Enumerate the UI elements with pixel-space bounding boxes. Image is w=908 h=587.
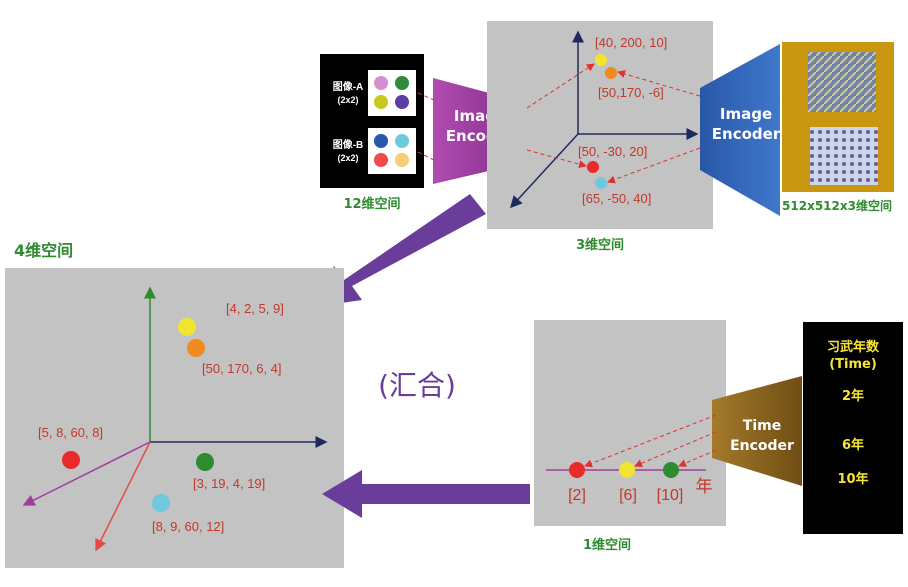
point-3d-yellow xyxy=(595,54,607,66)
space-pixel-label: 512x512x3维空间 xyxy=(782,198,892,213)
coord-4d-orange: [50, 170, 6, 4] xyxy=(202,361,282,376)
space-1d-label: 1维空间 xyxy=(583,537,631,553)
arrow-3d-to-4d xyxy=(320,194,486,306)
coord-3d-red: [50, -30, 20] xyxy=(578,144,647,159)
coord-4d-red: [5, 8, 60, 8] xyxy=(38,425,103,440)
point-4d-orange xyxy=(187,339,205,357)
point-4d-cyan xyxy=(152,494,170,512)
tick-1d-2: [2] xyxy=(568,487,586,504)
image-a-thumbnail xyxy=(368,70,416,116)
character-art-1 xyxy=(808,52,876,112)
arrow-1d-to-4d xyxy=(322,470,530,518)
point-4d-green xyxy=(196,453,214,471)
coord-3d-yellow: [40, 200, 10] xyxy=(595,35,667,50)
time-year-10: 10年 xyxy=(837,471,868,487)
character-art-2 xyxy=(810,127,878,185)
coord-3d-orange: [50,170, -6] xyxy=(598,85,664,100)
space-4d-panel: [4, 2, 5, 9] [50, 170, 6, 4] [5, 8, 60, … xyxy=(5,268,344,568)
time-values-panel: 习武年数 (Time) 2年 6年 10年 xyxy=(803,322,903,534)
point-1d-2 xyxy=(569,462,585,478)
space-1d-panel: [2] [6] [10] 年 xyxy=(534,320,726,526)
tick-1d-6: [6] xyxy=(619,487,637,504)
pixel-images-panel xyxy=(782,42,894,192)
space-12d-label: 12维空间 xyxy=(343,196,400,212)
point-1d-6 xyxy=(619,462,635,478)
axis-1d-unit: 年 xyxy=(696,477,713,497)
image-b-label: 图像-B xyxy=(333,138,364,151)
point-4d-yellow xyxy=(178,318,196,336)
image-encoder-right-line2: Encoder xyxy=(712,125,781,143)
time-year-2: 2年 xyxy=(842,388,864,404)
mapping-lines-time xyxy=(584,414,717,468)
mapping-lines-left xyxy=(417,63,595,169)
time-encoder-line1: Time xyxy=(743,418,781,434)
space-3d-label: 3维空间 xyxy=(576,237,624,253)
merge-label: (汇合) xyxy=(378,369,456,402)
point-3d-red xyxy=(587,161,599,173)
time-encoder xyxy=(712,376,802,486)
image-a-label: 图像-A xyxy=(333,80,364,93)
coord-4d-green: [3, 19, 4, 19] xyxy=(193,476,265,491)
input-images-panel: 图像-A (2x2) 图像-B (2x2) xyxy=(320,54,424,188)
image-a-size: (2x2) xyxy=(337,95,358,105)
image-encoder-right xyxy=(700,44,780,216)
coord-4d-cyan: [8, 9, 60, 12] xyxy=(152,519,224,534)
time-title-line2: (Time) xyxy=(829,357,877,372)
image-encoder-right-line1: Image xyxy=(720,105,772,123)
time-encoder-line2: Encoder xyxy=(730,438,794,454)
point-3d-orange xyxy=(605,67,617,79)
point-1d-10 xyxy=(663,462,679,478)
image-b-thumbnail xyxy=(368,128,416,174)
image-b-size: (2x2) xyxy=(337,153,358,163)
point-4d-red xyxy=(62,451,80,469)
space-3d-panel: [40, 200, 10] [50,170, -6] [50, -30, 20]… xyxy=(487,21,713,229)
space-4d-label: 4维空间 xyxy=(14,241,73,260)
tick-1d-10: [10] xyxy=(657,487,684,504)
time-year-6: 6年 xyxy=(842,437,864,453)
coord-3d-cyan: [65, -50, 40] xyxy=(582,191,651,206)
point-3d-cyan xyxy=(595,177,607,189)
time-title-line1: 习武年数 xyxy=(827,339,880,355)
coord-4d-yellow: [4, 2, 5, 9] xyxy=(226,301,284,316)
